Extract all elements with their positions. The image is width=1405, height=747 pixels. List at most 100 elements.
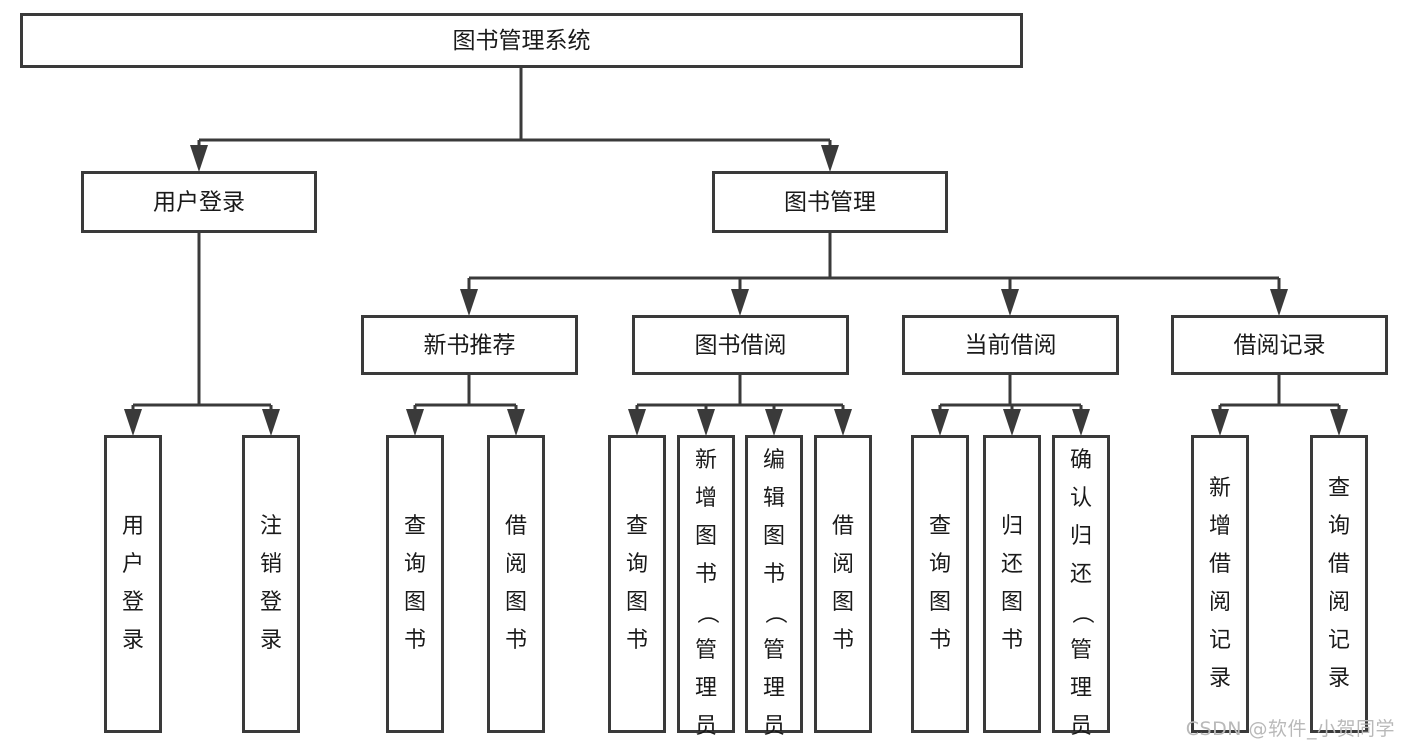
node-label-char: 查 bbox=[404, 514, 426, 539]
node-box[interactable] bbox=[1191, 435, 1249, 733]
node-label-char: （ bbox=[1069, 602, 1094, 624]
node-label-char: 归 bbox=[1001, 514, 1023, 539]
connector-group bbox=[406, 375, 525, 436]
node-box[interactable] bbox=[814, 435, 872, 733]
node-label-char: 用 bbox=[122, 514, 144, 539]
node-box[interactable] bbox=[487, 435, 545, 733]
node-label-char: 询 bbox=[929, 552, 951, 577]
arrow-head-icon bbox=[1003, 409, 1021, 436]
arrow-head-icon bbox=[406, 409, 424, 436]
node-label-char: 辑 bbox=[763, 486, 785, 511]
node-box[interactable] bbox=[712, 171, 948, 233]
node-borrow-record[interactable]: 借阅记录 bbox=[1171, 315, 1388, 375]
arrow-head-icon bbox=[1270, 289, 1288, 316]
node-box[interactable] bbox=[677, 435, 735, 733]
node-label-char: 理 bbox=[763, 676, 785, 701]
arrow-head-icon bbox=[628, 409, 646, 436]
node-user-login[interactable]: 用户登录 bbox=[81, 171, 317, 233]
node-label-char: 图 bbox=[695, 524, 717, 549]
node-label-char: 注 bbox=[260, 514, 282, 539]
connector-group bbox=[628, 375, 852, 436]
node-box[interactable] bbox=[632, 315, 849, 375]
node-label-char: 户 bbox=[122, 552, 144, 577]
node-label-char: 图 bbox=[404, 590, 426, 615]
node-label-char: 新 bbox=[695, 448, 717, 473]
node-label-char: 图 bbox=[1001, 590, 1023, 615]
node-label-char: 记 bbox=[1328, 628, 1350, 653]
node-label-char: 新 bbox=[1209, 476, 1231, 501]
node-label: 当前借阅 bbox=[965, 333, 1057, 359]
node-label-char: 图 bbox=[626, 590, 648, 615]
arrow-head-icon bbox=[507, 409, 525, 436]
node-box[interactable] bbox=[1052, 435, 1110, 733]
arrow-head-icon bbox=[124, 409, 142, 436]
node-label-char: 增 bbox=[695, 486, 717, 511]
node-label-char: 员 bbox=[1070, 714, 1092, 739]
node-box[interactable] bbox=[242, 435, 300, 733]
node-label-char: 查 bbox=[1328, 476, 1350, 501]
arrow-head-icon bbox=[460, 289, 478, 316]
arrow-head-icon bbox=[262, 409, 280, 436]
node-label-char: 理 bbox=[695, 676, 717, 701]
node-box[interactable] bbox=[81, 171, 317, 233]
node-label-char: 还 bbox=[1001, 552, 1023, 577]
node-label-char: 录 bbox=[1209, 666, 1231, 691]
node-label-char: 录 bbox=[122, 628, 144, 653]
node-label-char: 认 bbox=[1070, 486, 1092, 511]
node-label-char: 管 bbox=[1070, 638, 1092, 663]
node-label: 图书借阅 bbox=[695, 333, 787, 359]
node-box[interactable] bbox=[983, 435, 1041, 733]
node-box[interactable] bbox=[361, 315, 578, 375]
node-current-borrow[interactable]: 当前借阅 bbox=[902, 315, 1119, 375]
node-label-char: 增 bbox=[1209, 514, 1231, 539]
node-box[interactable] bbox=[745, 435, 803, 733]
node-label-char: 书 bbox=[763, 562, 785, 587]
node-box[interactable] bbox=[1310, 435, 1368, 733]
node-label-char: 书 bbox=[626, 628, 648, 653]
connector-group bbox=[190, 68, 839, 172]
node-book-manage[interactable]: 图书管理 bbox=[712, 171, 948, 233]
node-leaf-user-login[interactable]: 用户登录 bbox=[104, 435, 162, 733]
node-book-borrow[interactable]: 图书借阅 bbox=[632, 315, 849, 375]
node-label-char: 登 bbox=[260, 590, 282, 615]
node-box[interactable] bbox=[1171, 315, 1388, 375]
node-label-char: 管 bbox=[695, 638, 717, 663]
node-label-char: 书 bbox=[505, 628, 527, 653]
node-label-char: 理 bbox=[1070, 676, 1092, 701]
node-label-char: 编 bbox=[763, 448, 785, 473]
node-box[interactable] bbox=[902, 315, 1119, 375]
arrow-head-icon bbox=[1001, 289, 1019, 316]
node-box[interactable] bbox=[104, 435, 162, 733]
node-label-char: 借 bbox=[1328, 552, 1350, 577]
node-box[interactable] bbox=[20, 13, 1023, 68]
node-new-book-rec[interactable]: 新书推荐 bbox=[361, 315, 578, 375]
node-root[interactable]: 图书管理系统 bbox=[20, 13, 1023, 68]
node-label-char: 图 bbox=[763, 524, 785, 549]
arrow-head-icon bbox=[1330, 409, 1348, 436]
node-label-char: 阅 bbox=[1328, 590, 1350, 615]
node-box[interactable] bbox=[608, 435, 666, 733]
node-label-char: 登 bbox=[122, 590, 144, 615]
node-label-char: 书 bbox=[695, 562, 717, 587]
arrow-head-icon bbox=[1211, 409, 1229, 436]
node-label-char: 录 bbox=[260, 628, 282, 653]
node-box[interactable] bbox=[386, 435, 444, 733]
node-label-char: 查 bbox=[626, 514, 648, 539]
node-label-char: 图 bbox=[505, 590, 527, 615]
node-box[interactable] bbox=[911, 435, 969, 733]
node-label-char: 阅 bbox=[1209, 590, 1231, 615]
